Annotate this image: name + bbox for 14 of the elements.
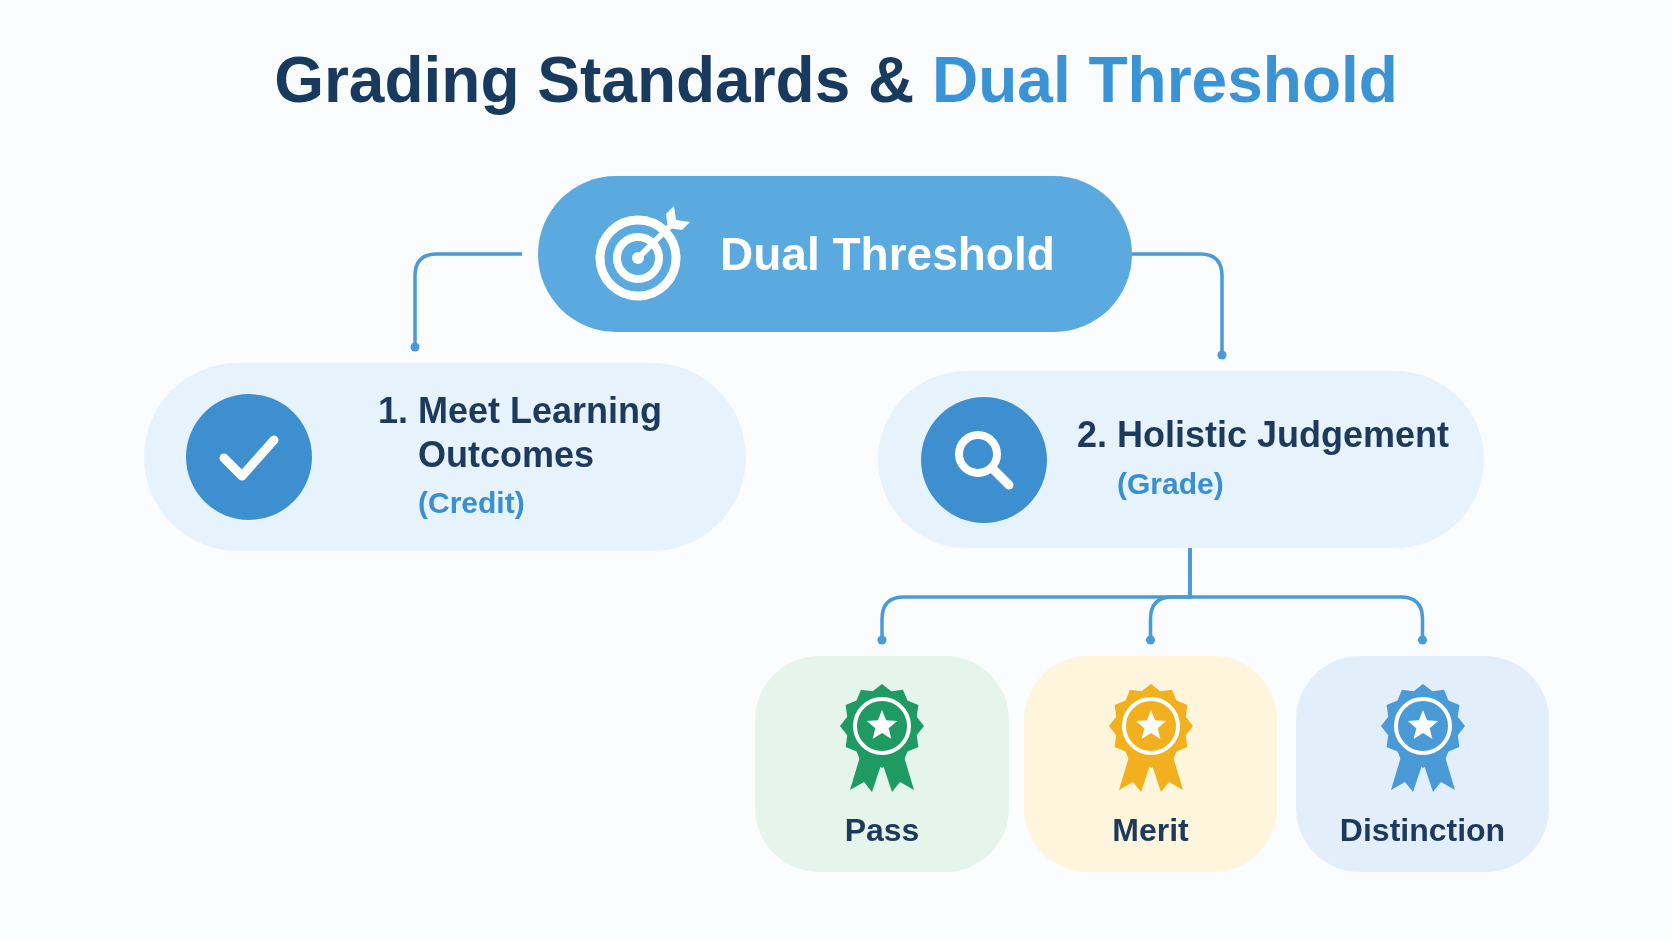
- node-title: Dual Threshold: [720, 226, 1055, 282]
- grade-label: Pass: [844, 811, 920, 850]
- connector-line: [1132, 252, 1227, 360]
- node-title: 1. Meet Learning Outcomes: [378, 389, 664, 476]
- grade-label: Distinction: [1339, 811, 1506, 850]
- grade-card: [1296, 656, 1549, 872]
- node-subtitle: (Credit): [417, 484, 526, 521]
- grade-label: Merit: [1112, 811, 1189, 850]
- connector-line: [410, 252, 522, 352]
- connector-line: [1188, 548, 1427, 645]
- grade-card: [1024, 656, 1277, 872]
- grade-card: [755, 656, 1009, 872]
- node-subtitle: (Grade): [1116, 465, 1225, 502]
- node-title: 2. Holistic Judgement: [1077, 413, 1451, 457]
